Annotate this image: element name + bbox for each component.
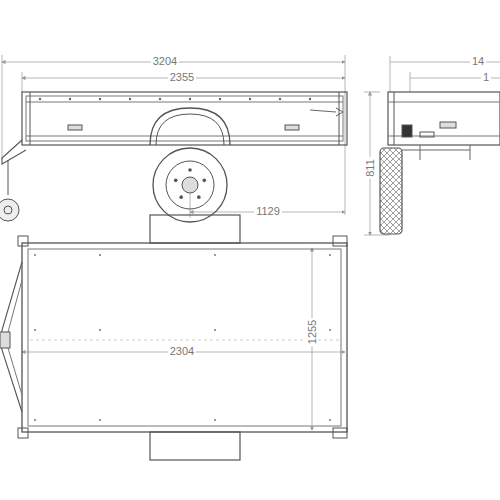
panel-bolt — [129, 98, 131, 100]
floor-hole — [329, 329, 331, 331]
dimension-label: 14 — [470, 55, 486, 67]
wheel-nut — [197, 195, 201, 199]
floor-hole — [34, 419, 36, 421]
dimension-label: 1255 — [306, 318, 318, 346]
floor-hole — [329, 419, 331, 421]
floor-hole — [34, 329, 36, 331]
floor-hole — [214, 329, 216, 331]
wheel-nut — [174, 179, 178, 183]
wheel-nut — [188, 168, 192, 172]
panel-bolt — [159, 98, 161, 100]
floor-hole — [214, 419, 216, 421]
dimension-label: 2304 — [168, 345, 196, 357]
dimension-label: 2355 — [168, 71, 196, 83]
floor-hole — [99, 254, 101, 256]
panel-bolt — [69, 98, 71, 100]
panel-bolt — [99, 98, 101, 100]
panel-bolt — [189, 98, 191, 100]
wheel-nut — [202, 179, 206, 183]
dimension-label: 811 — [364, 157, 376, 179]
floor-hole — [34, 254, 36, 256]
floor-hole — [99, 329, 101, 331]
floor-hole — [99, 419, 101, 421]
dimension-label: 3204 — [151, 55, 179, 67]
wheel-nut — [179, 195, 183, 199]
floor-hole — [329, 254, 331, 256]
panel-bolt — [309, 98, 311, 100]
panel-bolt — [279, 98, 281, 100]
panel-bolt — [249, 98, 251, 100]
panel-bolt — [39, 98, 41, 100]
panel-bolt — [219, 98, 221, 100]
dimension-label: 1 — [481, 71, 491, 83]
dimension-label: 1129 — [254, 205, 282, 217]
floor-hole — [214, 254, 216, 256]
